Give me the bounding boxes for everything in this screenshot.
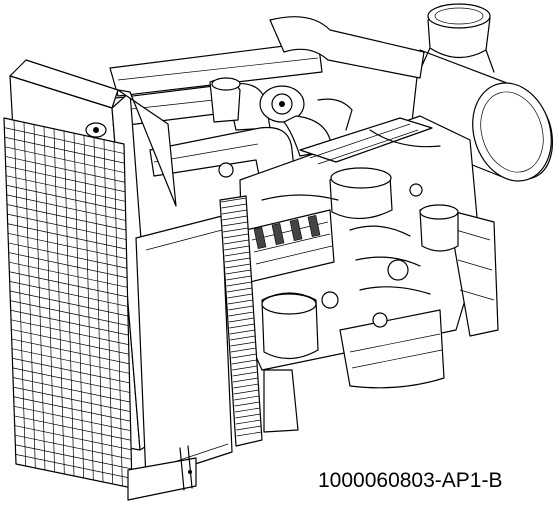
engine-block — [239, 115, 499, 389]
radiator-side-panel — [135, 195, 263, 481]
radiator-core — [3, 117, 133, 489]
radiator-filler-cap — [85, 122, 107, 138]
turbocharger — [259, 85, 353, 157]
figure-reference-code: 1000060803-AP1-B — [318, 469, 503, 492]
mounting-feet — [127, 369, 299, 501]
